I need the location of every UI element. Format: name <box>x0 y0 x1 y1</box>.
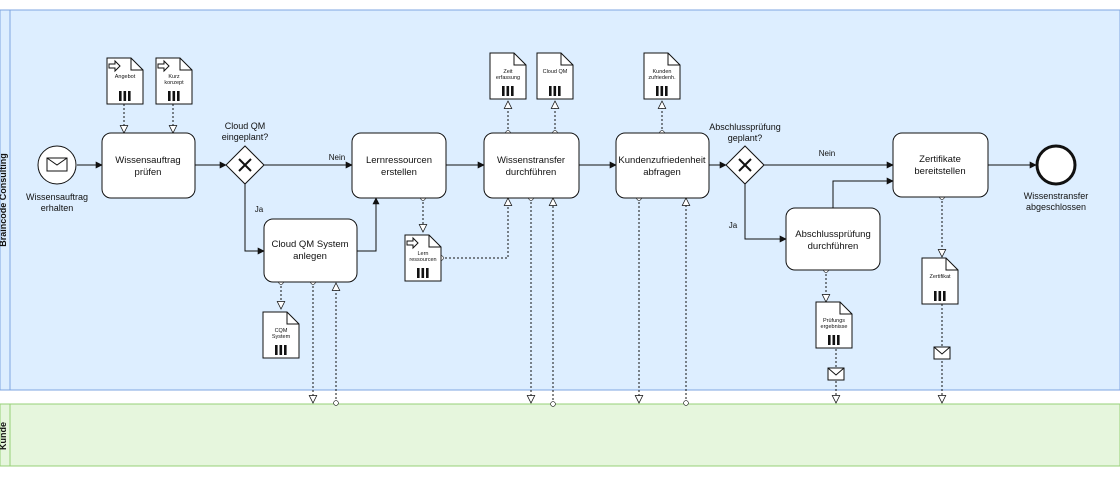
data-object-cqm-system: CQM System <box>262 311 300 359</box>
svg-text:anlegen: anlegen <box>293 251 327 262</box>
message-envelope-icon <box>827 367 845 381</box>
flow-g2-yes <box>744 184 787 243</box>
x-icon <box>738 158 752 172</box>
svg-text:Zertifikat: Zertifikat <box>929 274 951 280</box>
svg-text:ressourcen: ressourcen <box>409 257 436 263</box>
svg-text:Wissenstransfer: Wissenstransfer <box>497 155 565 166</box>
svg-text:zufriedenh.: zufriedenh. <box>648 75 676 81</box>
data-object-kurzkonzept: Kurz konzept <box>155 57 193 105</box>
pool-label-consulting: Braincode Consulting <box>0 153 8 247</box>
svg-text:bereitstellen: bereitstellen <box>914 166 965 177</box>
data-object-pruefungsergebnisse: Prüfungs ergebnisse <box>815 301 853 349</box>
svg-text:abfragen: abfragen <box>643 167 681 178</box>
svg-text:Lern: Lern <box>417 251 428 257</box>
svg-text:erfassung: erfassung <box>496 75 520 81</box>
svg-text:Wissensauftrag: Wissensauftrag <box>115 155 180 166</box>
flow-abschluss-zert <box>832 177 894 208</box>
data-object-angebot: Angebot <box>106 57 144 105</box>
svg-text:Cloud QM System: Cloud QM System <box>271 239 348 250</box>
data-object-zertifikat: Zertifikat <box>921 257 959 305</box>
svg-text:durchführen: durchführen <box>808 241 859 252</box>
svg-text:durchführen: durchführen <box>506 167 557 178</box>
flow-label-g1-no: Nein <box>329 153 345 162</box>
sequence-flows <box>77 161 1037 255</box>
flow-g1-yes <box>244 184 265 255</box>
data-object-cloudqm: Cloud QM <box>536 52 574 100</box>
end-event-label-1: Wissenstransfer <box>1024 191 1089 201</box>
flow-label-g2-no: Nein <box>819 149 835 158</box>
x-icon <box>238 158 252 172</box>
svg-text:System: System <box>272 334 291 340</box>
svg-text:eingeplant?: eingeplant? <box>222 132 269 142</box>
gateway-abschlusspruefung-geplant[interactable]: Abschlussprüfung geplant? <box>709 122 781 185</box>
task-wissensauftrag-pruefen[interactable]: Wissensauftrag prüfen <box>101 132 196 199</box>
flow-cqm-lern <box>357 197 380 252</box>
pool-label-kunde: Kunde <box>0 422 8 450</box>
pool-kunde: Kunde <box>0 403 1120 467</box>
svg-text:Kurz: Kurz <box>168 74 180 80</box>
svg-text:Prüfungs: Prüfungs <box>823 318 845 324</box>
task-wissenstransfer-durchfuehren[interactable]: Wissenstransfer durchführen <box>483 132 580 199</box>
task-zertifikate-bereitstellen[interactable]: Zertifikate bereitstellen <box>892 132 989 198</box>
svg-text:Zertifikate: Zertifikate <box>919 154 961 165</box>
svg-text:Zeit: Zeit <box>503 69 513 75</box>
svg-text:Abschlussprüfung: Abschlussprüfung <box>795 229 871 240</box>
data-object-zeiterfassung: Zeit erfassung <box>489 52 527 100</box>
data-object-kundenzufriedenheit: Kunden zufriedenh. <box>643 52 681 100</box>
message-envelope-icon <box>933 346 951 360</box>
task-lernressourcen-erstellen[interactable]: Lernressourcen erstellen <box>351 132 447 199</box>
svg-text:CQM: CQM <box>275 328 288 334</box>
data-associations <box>124 101 942 404</box>
flow-label-g1-yes: Ja <box>255 205 264 214</box>
svg-text:Cloud QM: Cloud QM <box>225 121 266 131</box>
svg-text:Lernressourcen: Lernressourcen <box>366 155 432 166</box>
svg-text:prüfen: prüfen <box>135 167 162 178</box>
start-event: Wissensauftrag erhalten <box>26 145 88 213</box>
end-event-label-2: abgeschlossen <box>1026 202 1086 212</box>
start-event-label-1: Wissensauftrag <box>26 192 88 202</box>
data-object-lernressourcen: Lern ressourcen <box>404 234 442 282</box>
svg-text:Kundenzufriedenheit: Kundenzufriedenheit <box>618 155 706 166</box>
task-kundenzufriedenheit-abfragen[interactable]: Kundenzufriedenheit abfragen <box>615 132 710 199</box>
svg-text:ergebnisse: ergebnisse <box>821 324 848 330</box>
end-event: Wissenstransfer abgeschlossen <box>1024 144 1089 212</box>
svg-text:Angebot: Angebot <box>115 74 136 80</box>
svg-text:erstellen: erstellen <box>381 167 417 178</box>
gateway-cloud-qm-eingeplant[interactable]: Cloud QM eingeplant? <box>222 121 269 185</box>
svg-text:geplant?: geplant? <box>728 133 763 143</box>
task-cloud-qm-system-anlegen[interactable]: Cloud QM System anlegen <box>263 218 358 283</box>
svg-text:Cloud QM: Cloud QM <box>543 69 568 75</box>
flow-label-g2-yes: Ja <box>729 221 738 230</box>
start-event-label-2: erhalten <box>41 203 74 213</box>
task-abschlusspruefung-durchfuehren[interactable]: Abschlussprüfung durchführen <box>785 207 881 271</box>
svg-text:Abschlussprüfung: Abschlussprüfung <box>709 122 781 132</box>
svg-text:Kunden: Kunden <box>653 69 672 75</box>
svg-text:konzept: konzept <box>164 80 184 86</box>
